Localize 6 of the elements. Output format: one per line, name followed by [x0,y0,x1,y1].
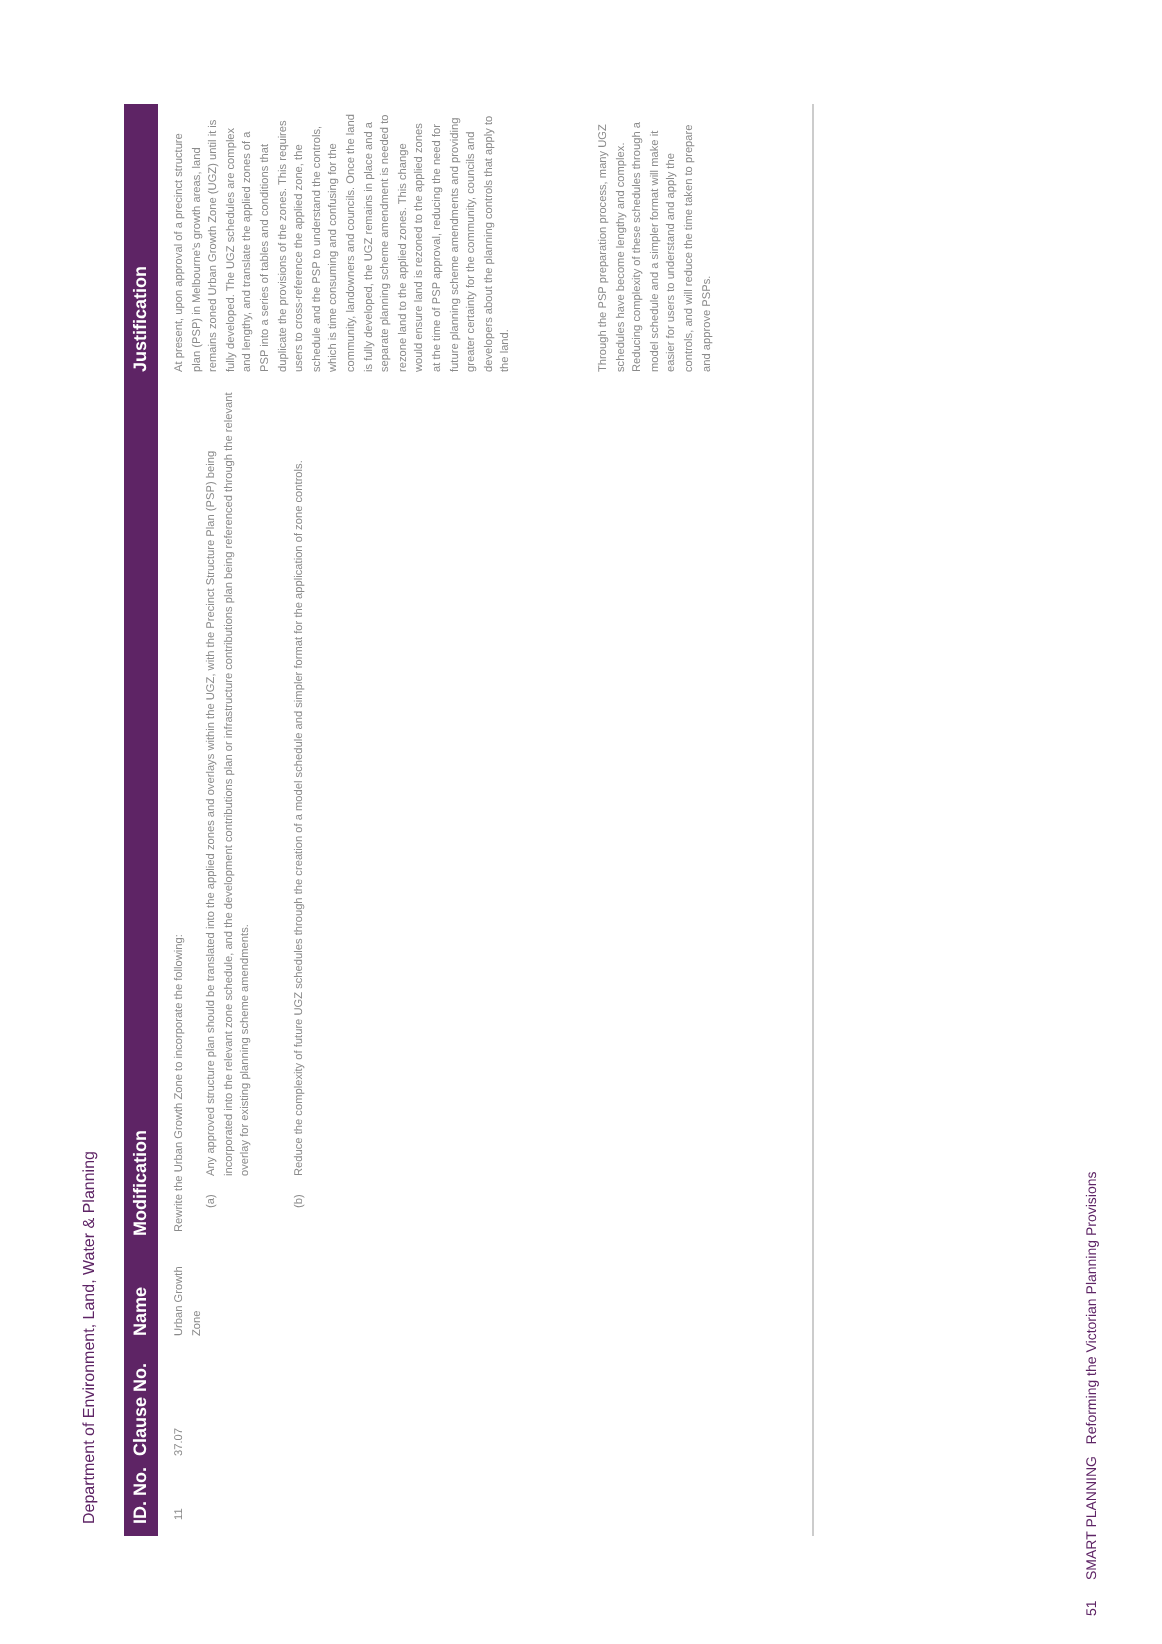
department-heading: Department of Environment, Land, Water & Planning [80,1151,98,1524]
clause-header: Clause No. [128,1362,152,1456]
justification-header: Justification [128,265,152,372]
id-header: ID. No. [128,1467,152,1524]
name-header: Name [128,1286,152,1336]
modification-header: Modification [128,1130,152,1236]
